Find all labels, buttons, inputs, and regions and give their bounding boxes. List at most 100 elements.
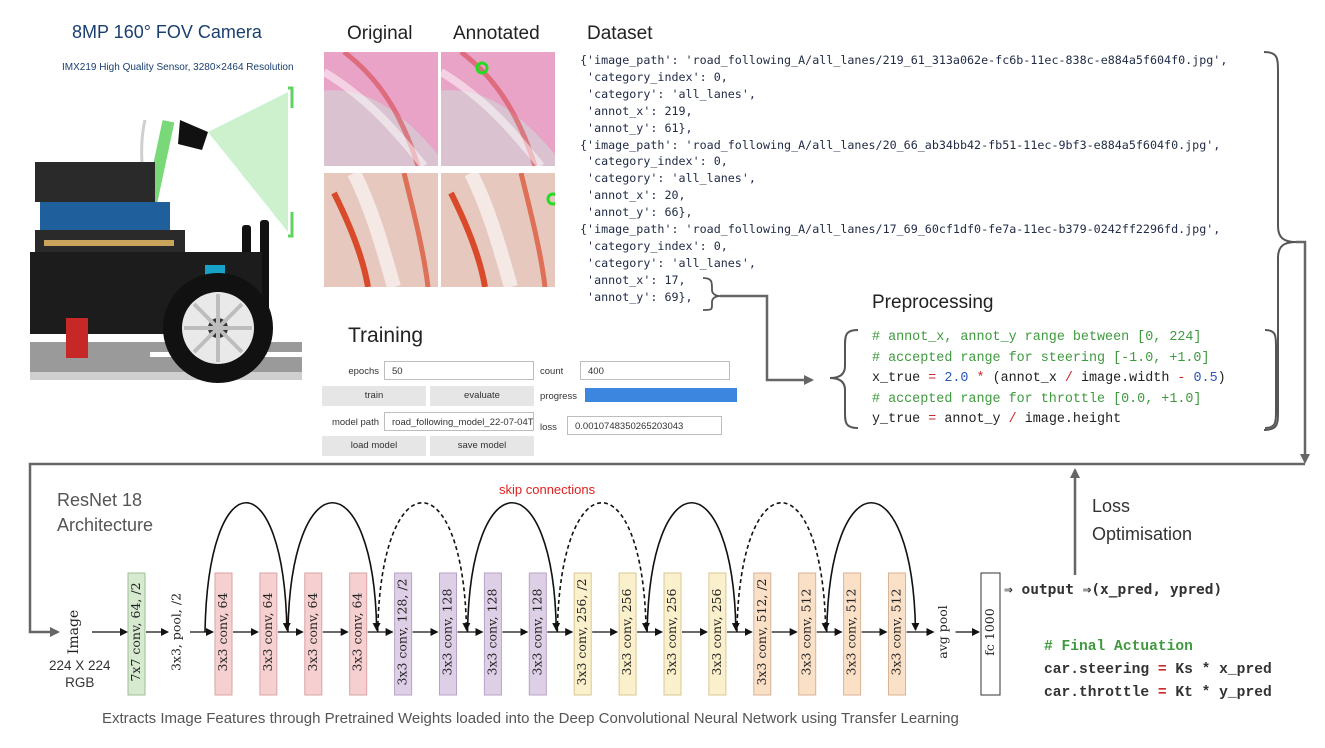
final-actuation-code: # Final Actuation car.steering = Ks * x_… — [1044, 636, 1272, 705]
conv-layer — [483, 572, 502, 696]
conv-layer-label: 3x3 conv, 256 — [664, 589, 679, 676]
code-token: y_true — [872, 412, 929, 428]
original-image-2 — [324, 173, 438, 287]
epochs-input[interactable]: 50 — [384, 361, 534, 380]
count-label: count — [540, 366, 564, 377]
resnet-title-line2: Architecture — [57, 515, 154, 535]
code-operator: = — [928, 371, 937, 387]
conv-layer-label: 3x3 conv, 256 — [709, 589, 724, 676]
model-path-input[interactable]: road_following_model_22-07-04T — [384, 412, 534, 431]
to-preprocessing-arrow — [720, 294, 814, 385]
epochs-label: epochs — [348, 366, 379, 377]
conv-layer — [708, 572, 727, 696]
conv-layer — [618, 572, 637, 696]
code-number: 2.0 — [944, 371, 969, 387]
skip-connection-arc — [825, 502, 920, 633]
code-operator: / — [1008, 412, 1017, 428]
conv-layer — [573, 572, 592, 696]
skip-connection-arc — [287, 502, 381, 633]
preprocessing-title: Preprocessing — [872, 292, 994, 313]
code-token: ) — [1217, 371, 1226, 387]
train-button[interactable]: train — [322, 386, 426, 406]
resnet-title-line1: ResNet 18 — [57, 490, 143, 510]
code-operator: = — [1157, 685, 1167, 701]
code-token: x_true — [872, 371, 929, 387]
original-header: Original — [347, 23, 413, 44]
dataset-line: {'image_path': 'road_following_A/all_lan… — [580, 53, 1228, 67]
conv-layer — [528, 572, 547, 696]
save-model-button[interactable]: save model — [430, 436, 534, 456]
code-operator: * — [968, 371, 985, 387]
annotated-header: Annotated — [453, 23, 540, 44]
image-dims-line1: 224 X 224 — [49, 658, 111, 673]
image-dims: 224 X 224 RGB — [49, 657, 111, 691]
loss-output: 0.0010748350265203043 — [567, 416, 722, 435]
code-token: annot_y — [936, 412, 1009, 428]
conv-layer — [394, 572, 413, 696]
fc-label: fc 1000 — [982, 608, 997, 655]
conv-layer — [259, 572, 278, 696]
conv-layer-label: 3x3 conv, 64 — [260, 592, 275, 671]
jetbot-car-illustration — [30, 86, 302, 383]
conv-layer — [753, 572, 772, 696]
count-input[interactable]: 400 — [580, 361, 730, 380]
conv-layer-label: 3x3 conv, 256, /2 — [574, 578, 589, 685]
dataset-line: 'annot_x': 219, — [580, 103, 693, 118]
code-number: 0.5 — [1193, 371, 1218, 387]
conv-layer — [663, 572, 682, 696]
annotation-marker — [546, 192, 555, 206]
progress-label: progress — [540, 391, 577, 402]
conv-layer — [798, 572, 817, 696]
code-operator: = — [928, 412, 937, 428]
dataset-line: 'category_index': 0, — [580, 154, 728, 169]
annotated-image-2 — [441, 173, 555, 287]
model-path-label: model path — [331, 417, 379, 428]
conv-layer-label: 3x3 conv, 128 — [440, 589, 455, 676]
conv-layer-label: 3x3 conv, 64 — [350, 592, 365, 671]
comment-line: # annot_x, annot_y range between [0, 224… — [872, 330, 1202, 345]
dataset-line: 'annot_x': 20, — [580, 188, 686, 203]
dataset-line: 'annot_y': 69}, — [580, 289, 693, 304]
code-token: car.steering — [1044, 662, 1158, 678]
conv-layer — [214, 572, 233, 696]
preprocessing-left-brace — [829, 329, 859, 429]
avgpool-label: avg pool — [935, 605, 950, 659]
fc-layer — [980, 572, 1001, 696]
image-dims-line2: RGB — [65, 675, 95, 690]
skip-connections-label: skip connections — [499, 482, 596, 497]
conv-layer — [843, 572, 862, 696]
conv1-layer — [127, 572, 146, 696]
skip-connection-arc — [466, 502, 561, 633]
conv-layer-label: 3x3 conv, 128 — [484, 589, 499, 676]
progress-fill — [585, 388, 737, 402]
code-operator: = — [1157, 662, 1167, 678]
preprocessing-code: # annot_x, annot_y range between [0, 224… — [872, 328, 1226, 431]
conv-layer — [304, 572, 323, 696]
dataset-line: {'image_path': 'road_following_A/all_lan… — [580, 137, 1221, 152]
code-operator: / — [1064, 371, 1073, 387]
evaluate-button[interactable]: evaluate — [430, 386, 534, 406]
dataset-line: 'annot_y': 61}, — [580, 120, 693, 135]
annotated-image-1 — [441, 52, 555, 166]
dataset-line: 'category_index': 0, — [580, 238, 728, 253]
conv1-label: 7x7 conv, 64, /2 — [128, 582, 143, 681]
dataset-line: 'annot_y': 66}, — [580, 205, 693, 220]
load-model-button[interactable]: load model — [322, 436, 426, 456]
annotation-marker — [475, 61, 489, 75]
camera-subtitle: IMX219 High Quality Sensor, 3280×2464 Re… — [62, 62, 294, 73]
original-image-1 — [324, 52, 438, 166]
dataset-line: 'category': 'all_lanes', — [580, 86, 756, 101]
code-token: Kt * y_pred — [1166, 685, 1272, 701]
conv-layer-label: 3x3 conv, 64 — [305, 592, 320, 671]
camera-title: 8MP 160° FOV Camera — [72, 22, 262, 42]
pool-label: 3x3, pool, /2 — [169, 593, 184, 671]
code-token: (annot_x — [984, 371, 1065, 387]
conv-layer-label: 3x3 conv, 128 — [529, 589, 544, 676]
conv-layer — [888, 572, 906, 696]
code-token: car.throttle — [1044, 685, 1158, 701]
return-arrow — [28, 462, 1305, 637]
conv-layer-label: 3x3 conv, 512 — [844, 589, 859, 676]
dataset-header: Dataset — [587, 23, 653, 44]
